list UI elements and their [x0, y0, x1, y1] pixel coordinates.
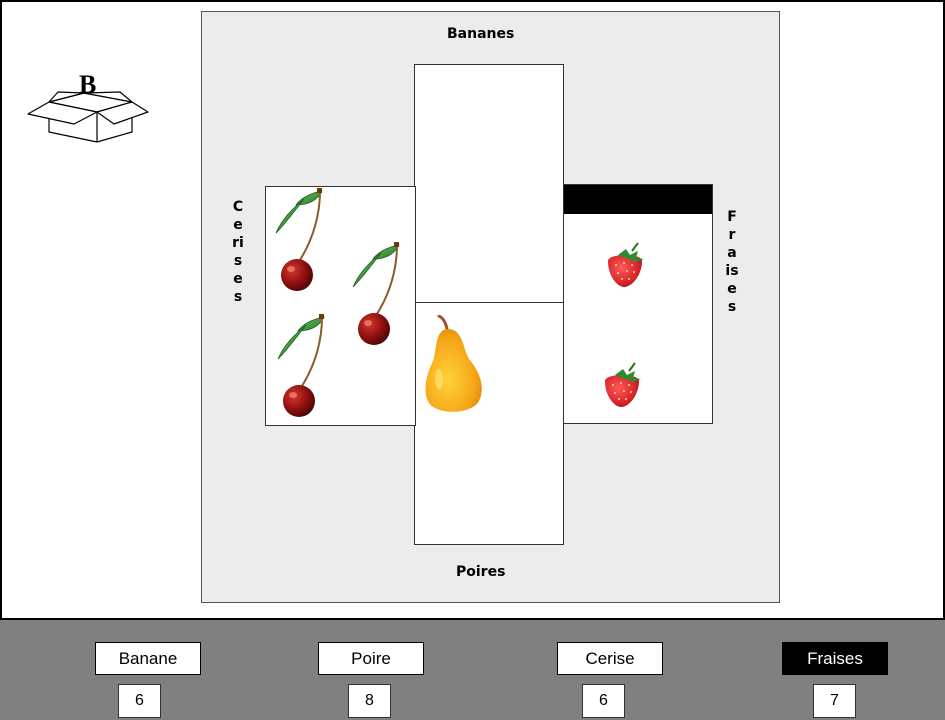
panel-fraises-header: [564, 185, 712, 214]
box-icon: B: [22, 62, 152, 162]
panel-bananes[interactable]: [414, 64, 564, 304]
box-letter: B: [79, 70, 97, 99]
panel-fraises[interactable]: [563, 184, 713, 424]
cherry-icon: [275, 187, 323, 292]
cerise-button[interactable]: Cerise: [557, 642, 663, 675]
pear-icon: [421, 315, 487, 415]
strawberry-icon: [604, 362, 642, 408]
cherry-icon: [352, 241, 400, 346]
fraises-button[interactable]: Fraises: [782, 642, 888, 675]
label-fraises: Fraises: [725, 209, 739, 315]
bottom-toolbar: Banane 6 Poire 8 Cerise 6 Fraises 7: [0, 618, 945, 720]
label-poires: Poires: [456, 564, 506, 580]
panel-cerises[interactable]: [265, 186, 416, 426]
poire-button[interactable]: Poire: [318, 642, 424, 675]
label-cerises: Cerises: [232, 199, 244, 305]
game-board: Bananes Poires Cerises Fraises: [201, 11, 780, 603]
banane-button[interactable]: Banane: [95, 642, 201, 675]
banane-count: 6: [118, 684, 161, 718]
poire-count: 8: [348, 684, 391, 718]
panel-poires[interactable]: [414, 302, 564, 545]
strawberry-icon: [607, 242, 645, 288]
cerise-count: 6: [582, 684, 625, 718]
cherry-icon: [277, 313, 325, 418]
label-bananes: Bananes: [447, 26, 515, 42]
fraises-count: 7: [813, 684, 856, 718]
